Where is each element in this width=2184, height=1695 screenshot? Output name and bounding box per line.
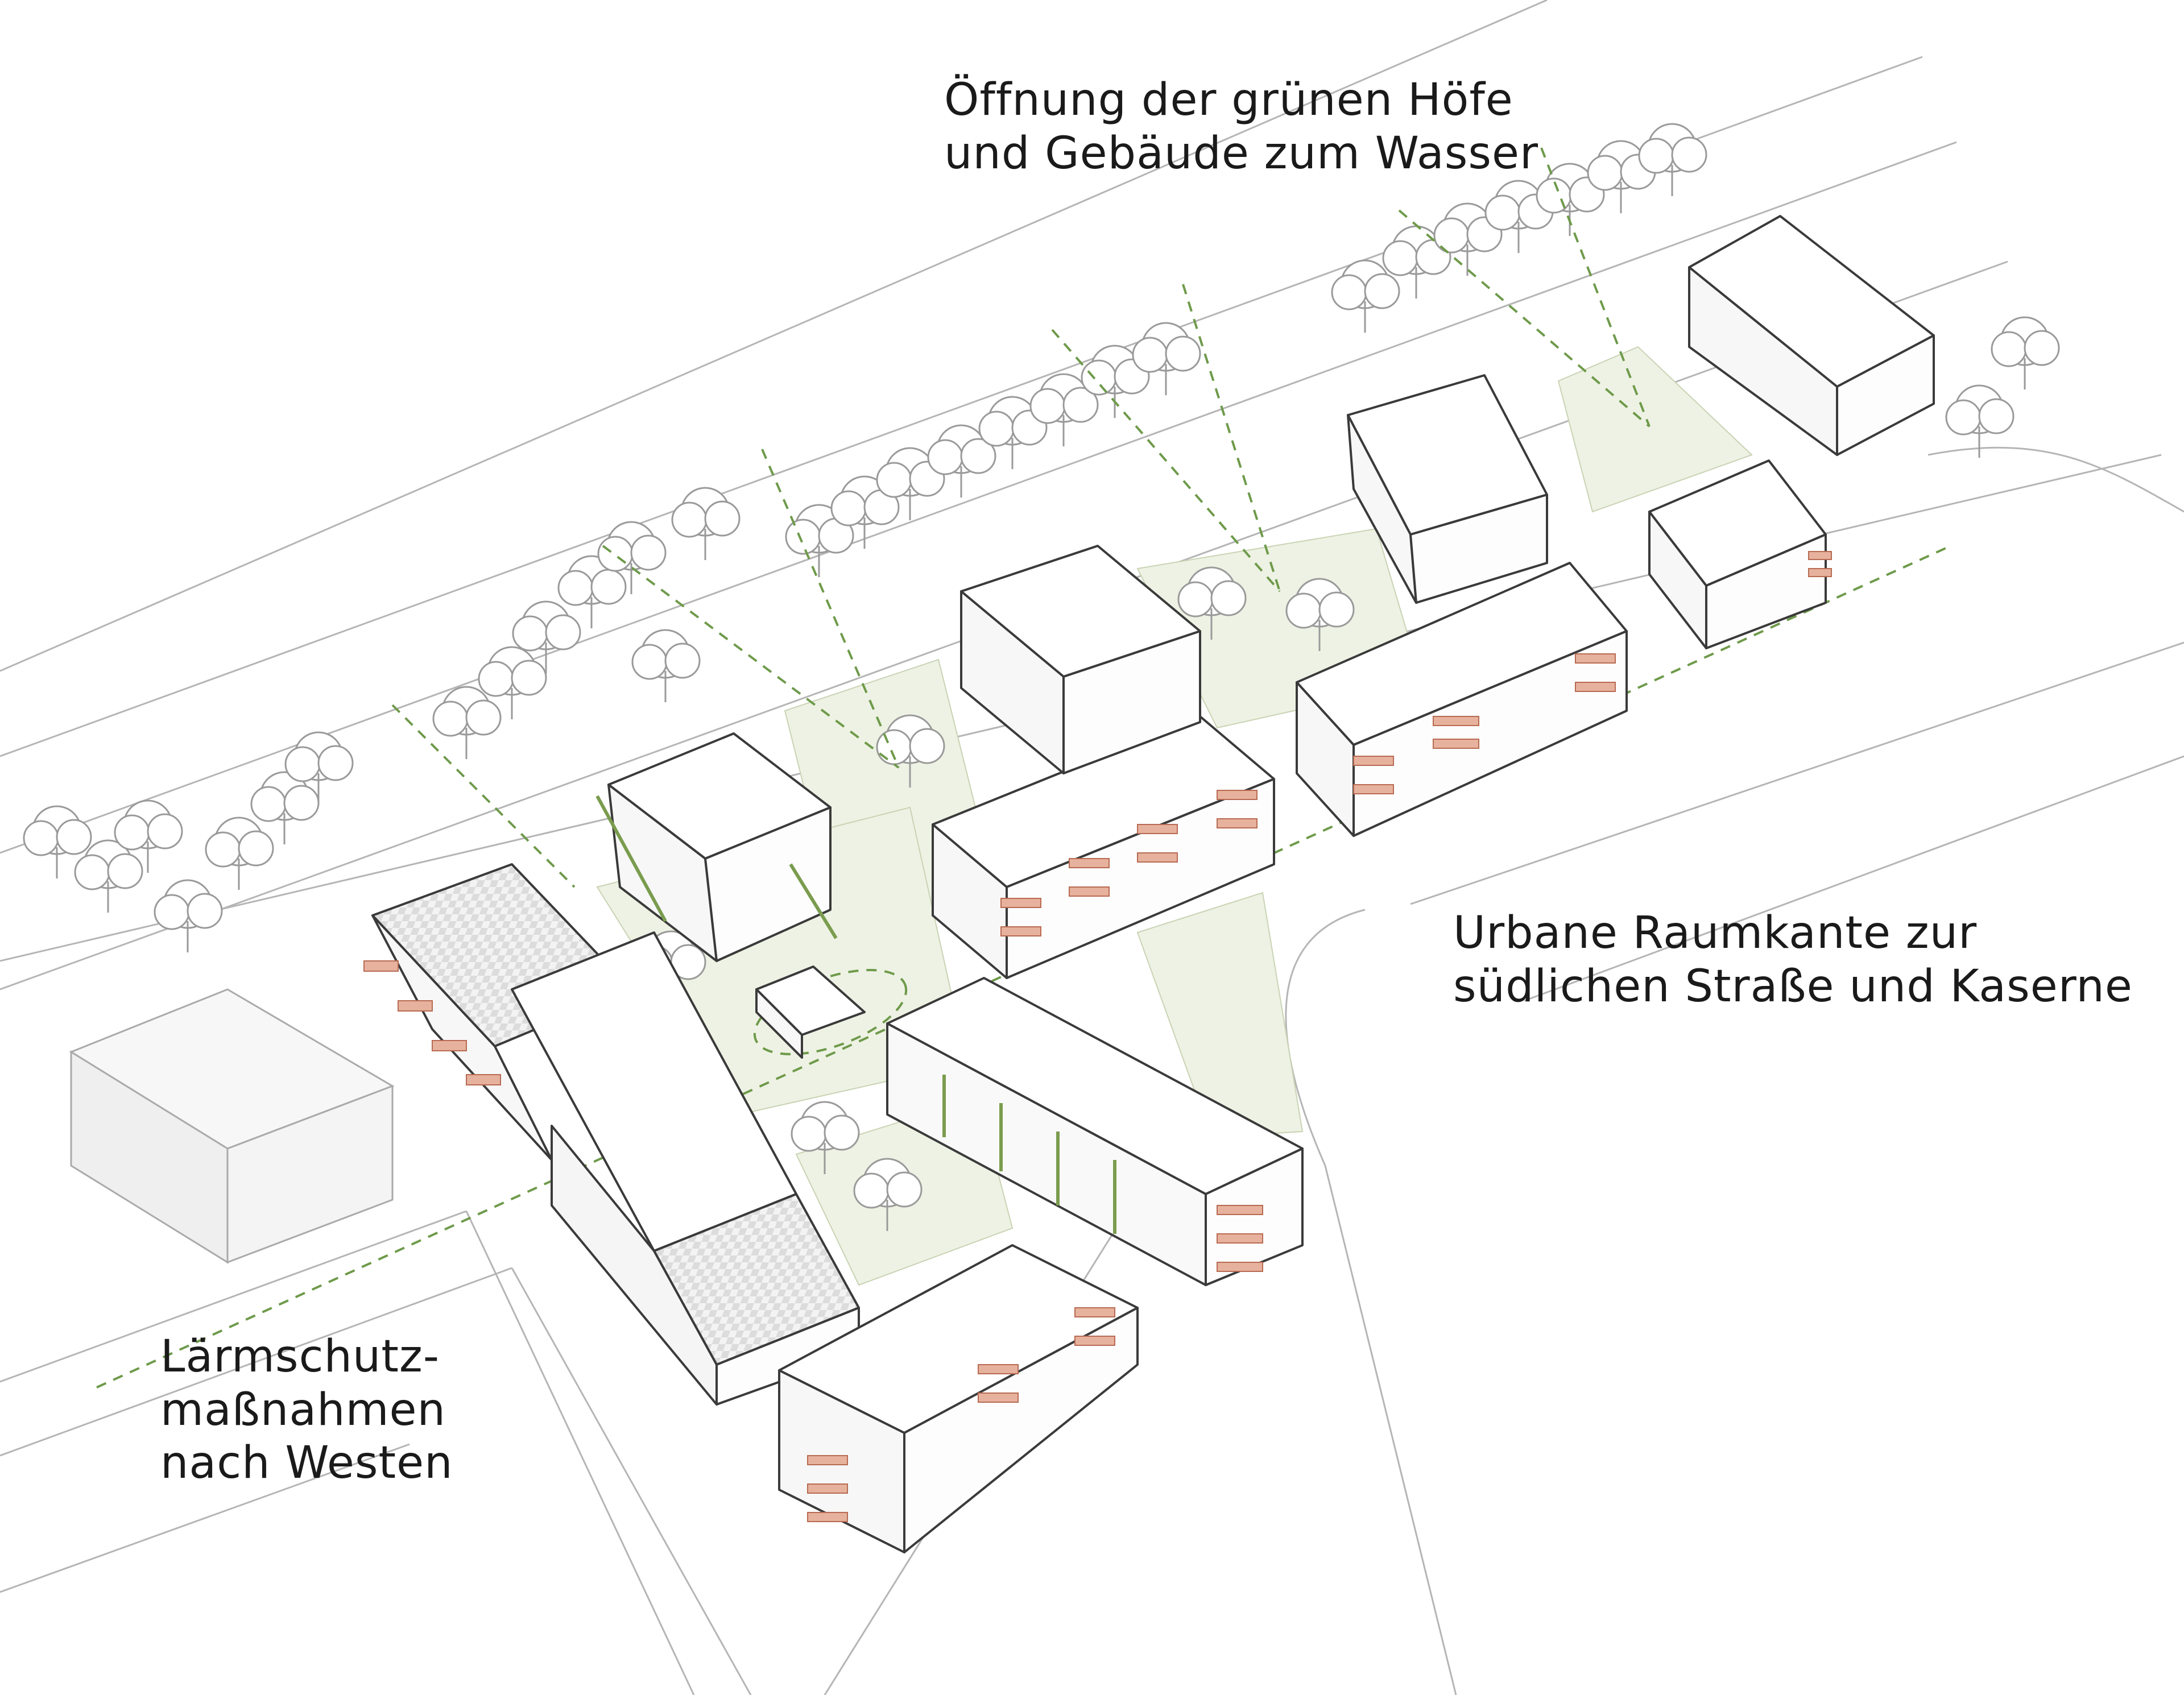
annotation-noise-protection: Lärmschutz- maßnahmen nach Westen [160,1331,453,1490]
balconies [363,551,1832,1522]
building-b6 [960,545,1201,774]
annotation-south-line-1: Urbane Raumkante zur [1453,907,1978,959]
building-b9 [1648,459,1827,649]
building-b8 [1347,374,1548,604]
building-b10 [1688,215,1935,456]
pavilion [755,965,866,1059]
building-b1 [595,732,838,962]
building-b7 [1296,562,1628,837]
building-b2 [371,863,860,1406]
annotation-noise-line-3: nach Westen [160,1437,453,1489]
annotation-noise-line-1: Lärmschutz- [160,1331,440,1382]
building-b4 [778,1244,1139,1553]
annotation-urban-edge: Urbane Raumkante zur südlichen Straße un… [1453,907,2133,1013]
buildings [371,215,1935,1553]
building-b3 [886,977,1304,1286]
building-b5 [932,715,1275,979]
annotation-noise-line-2: maßnahmen [160,1384,446,1436]
annotation-water-line-1: Öffnung der grünen Höfe [944,74,1513,126]
existing-building-west [69,988,395,1264]
annotation-water-opening: Öffnung der grünen Höfe und Gebäude zum … [944,74,1538,180]
sightlines [96,147,1951,1389]
annotation-south-line-2: südlichen Straße und Kaserne [1453,960,2133,1012]
annotation-water-line-2: und Gebäude zum Wasser [944,127,1539,179]
